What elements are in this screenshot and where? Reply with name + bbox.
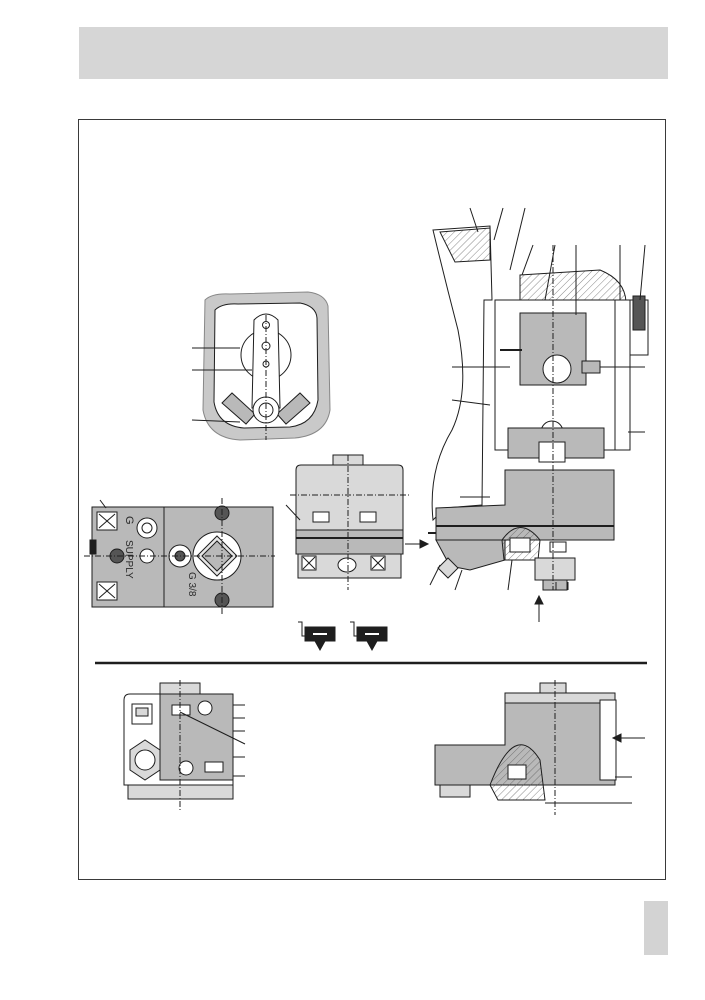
bottom-left-module bbox=[123, 680, 246, 810]
page-number-tab bbox=[644, 901, 668, 955]
switching-symbol-right bbox=[350, 621, 388, 652]
supply-g-label: G bbox=[123, 516, 135, 525]
header-bar bbox=[79, 27, 668, 79]
bottom-right-module bbox=[434, 680, 645, 815]
sectional-view bbox=[428, 207, 649, 591]
supply-connection-plate bbox=[84, 498, 275, 615]
figure-frame bbox=[78, 119, 666, 880]
supply-label: SUPPLY bbox=[123, 540, 134, 579]
front-module-view bbox=[285, 454, 410, 590]
thread-label: G 3/8 bbox=[186, 572, 197, 597]
flow-arrowhead-right bbox=[419, 539, 430, 549]
lever-detail-view bbox=[191, 291, 331, 441]
flow-arrowhead-up bbox=[534, 594, 544, 605]
switching-symbol-left bbox=[298, 621, 336, 652]
